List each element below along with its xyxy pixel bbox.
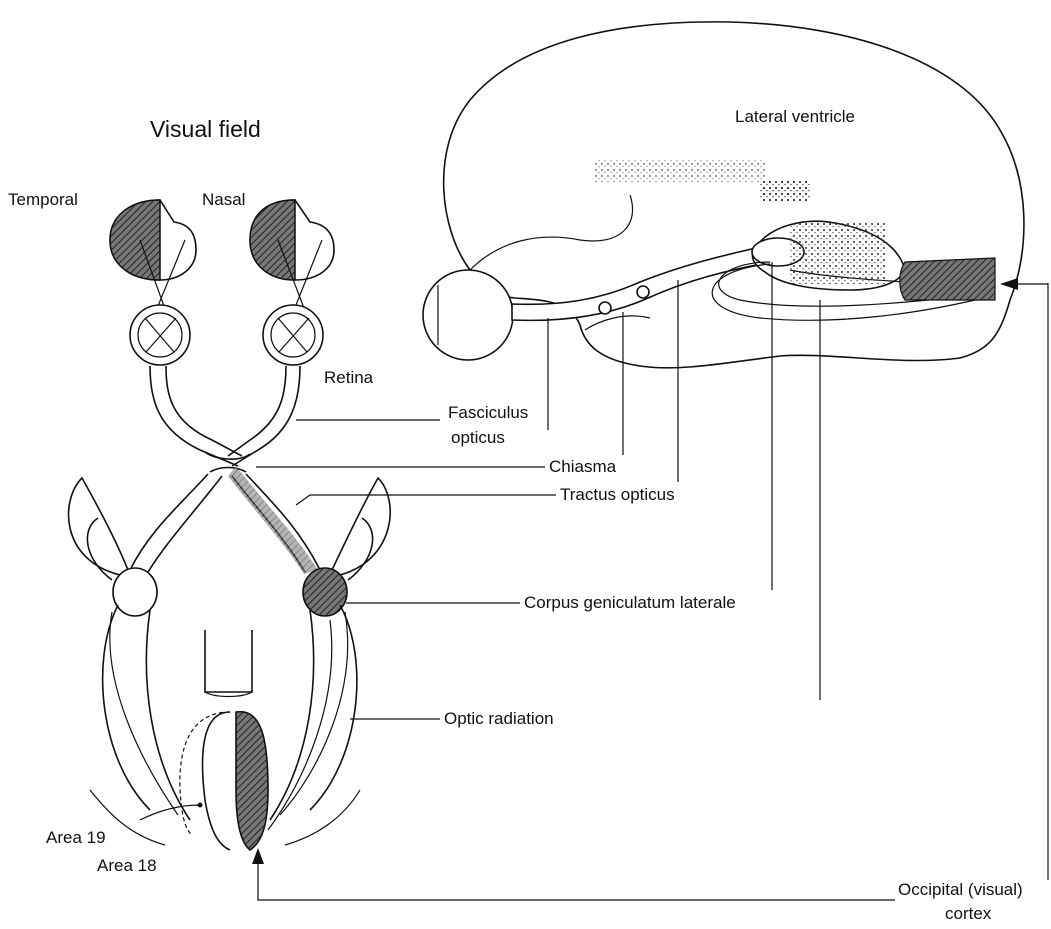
fasciculus-label-2: opticus — [451, 428, 505, 447]
leader-lines — [252, 262, 1048, 900]
leader-tractus — [296, 495, 556, 505]
chiasma-cross-1 — [205, 452, 250, 459]
right-optic-nerve-b — [228, 366, 286, 456]
area-19-label: Area 19 — [46, 828, 106, 847]
stipple-dense — [760, 180, 810, 202]
lateral-brain — [423, 22, 1024, 368]
corpus-geniculatum-label: Corpus geniculatum laterale — [524, 593, 736, 612]
right-radiation-inner — [270, 610, 314, 820]
right-radiation-outer — [310, 605, 357, 810]
area-18-label: Area 18 — [97, 856, 157, 875]
chiasma-cross-2 — [210, 468, 246, 473]
lateral-visual-cortex — [900, 258, 995, 300]
right-radiation-mid-b — [268, 620, 332, 830]
chiasma-ring-1 — [599, 302, 611, 314]
temporal-lobe-edge — [470, 195, 633, 270]
fasciculus-label-1: Fasciculus — [448, 403, 528, 422]
lateral-optic-nerve — [512, 246, 772, 320]
left-radiation-inner — [146, 610, 190, 820]
right-optic-nerve — [232, 366, 300, 466]
left-outer-lobe — [69, 478, 128, 575]
optic-pathway — [69, 366, 391, 850]
lateral-eyeball — [423, 270, 513, 360]
stipple-geniculate — [790, 222, 885, 284]
left-occipital-lobe — [203, 712, 230, 850]
eyeballs — [130, 305, 323, 365]
sylvian-fissure — [585, 316, 650, 330]
optic-radiation-label: Optic radiation — [444, 709, 554, 728]
left-field-temporal-half — [110, 200, 160, 280]
right-optic-tract — [246, 474, 320, 570]
visual-field-title: Visual field — [150, 116, 261, 142]
temporal-label: Temporal — [8, 190, 78, 209]
right-occipital-lobe — [236, 712, 268, 850]
arrowhead-occipital — [252, 848, 264, 864]
right-outer-lobe — [332, 478, 390, 575]
area-pointer-dot — [198, 803, 203, 808]
left-optic-tract-b — [148, 476, 222, 572]
chiasma-label: Chiasma — [549, 457, 617, 476]
tractus-opticus-label: Tractus opticus — [560, 485, 675, 504]
occipital-label-2: cortex — [945, 904, 992, 923]
leader-occipital — [258, 858, 895, 900]
nasal-label: Nasal — [202, 190, 245, 209]
midbrain — [205, 630, 252, 692]
lateral-ventricle-label: Lateral ventricle — [735, 107, 855, 126]
arrowhead-lateral — [1000, 278, 1018, 290]
left-optic-nerve-b — [166, 366, 242, 456]
left-radiation-mid — [110, 612, 178, 815]
left-optic-tract — [130, 474, 208, 570]
right-tract-hatched — [228, 466, 318, 574]
right-area-curve — [285, 790, 360, 845]
area-pointer — [140, 805, 200, 820]
occipital-label-1: Occipital (visual) — [898, 880, 1023, 899]
chiasma-ring-2 — [637, 286, 649, 298]
retina-label: Retina — [324, 368, 374, 387]
stipple-upper — [595, 160, 765, 182]
left-optic-nerve — [150, 366, 238, 466]
